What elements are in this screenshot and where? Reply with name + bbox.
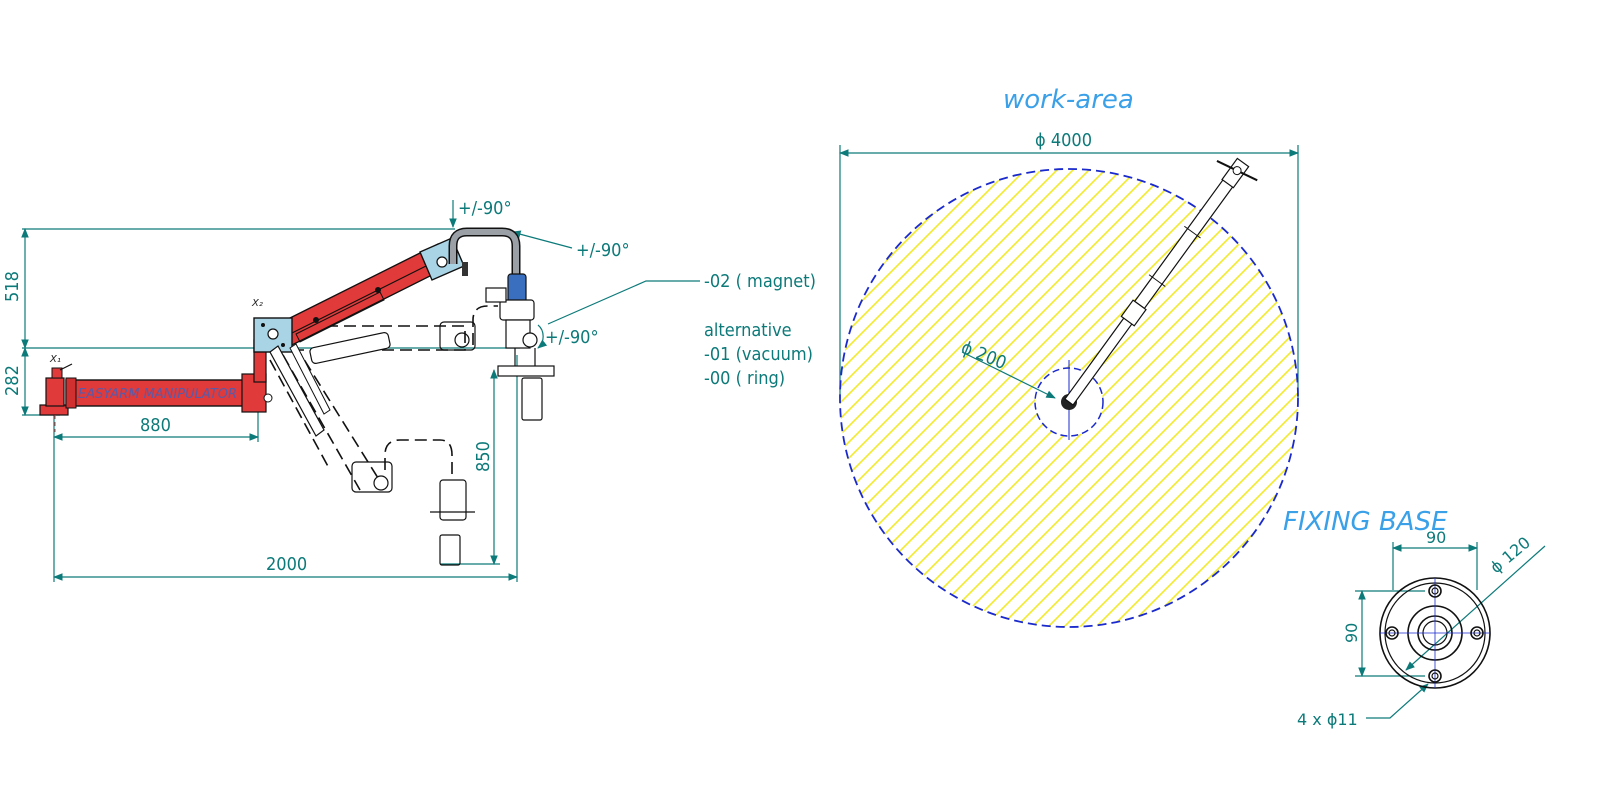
hatch-line (840, 169, 1166, 627)
base-holes: 4 x ϕ11 (1297, 710, 1358, 729)
base-post (39, 363, 73, 432)
side-view-dimensions (21, 200, 700, 582)
hatch-line (1260, 169, 1298, 627)
hatch-line (840, 169, 1214, 627)
hatch-line (840, 169, 1054, 627)
side-view: 518 282 880 2000 850 +/-90° +/-90° +/-90… (2, 198, 816, 582)
hatch-line (840, 169, 1182, 627)
hatch-line (1036, 169, 1298, 627)
hatch-line (1084, 169, 1298, 627)
hatch-line (908, 169, 1298, 627)
hatch-line (840, 169, 1022, 627)
hatch-line (1212, 169, 1298, 627)
hatch-line (940, 169, 1298, 627)
hatch-line (840, 169, 1086, 627)
hatch-line (840, 169, 846, 627)
tool-option-magnet: -02 ( magnet) (704, 271, 816, 292)
dim-height-lower: 282 (2, 365, 23, 396)
lower-arm (65, 373, 273, 413)
hatch-line (1292, 169, 1298, 627)
dim-reach-total: 2000 (266, 554, 307, 575)
rotation-tool: +/-90° (545, 327, 599, 348)
hatch-line (1276, 169, 1298, 627)
hatch-line (1100, 169, 1298, 627)
hatch-line (840, 169, 1150, 627)
hatch-line (988, 169, 1298, 627)
tool-option-alternative: alternative (704, 320, 792, 341)
hatch-line (840, 169, 1118, 627)
dim-reach-inner: 880 (140, 415, 171, 436)
hatch-line (840, 169, 862, 627)
brand-label: EASYARM MANIPULATOR (78, 387, 237, 402)
work-area-view: work-area ϕ 4000 ϕ 200 (349, 85, 1600, 638)
hatch-line (1004, 169, 1298, 627)
mounting-holes (1385, 584, 1484, 683)
hatch-line (956, 169, 1298, 627)
hatch-line (1196, 169, 1298, 627)
inner-diameter: ϕ 200 (958, 337, 1009, 374)
hatch-line (840, 169, 958, 627)
dim-height-upper: 518 (2, 271, 23, 302)
work-area-title: work-area (1003, 85, 1134, 115)
hatch-line (1148, 169, 1298, 627)
hatch-line (972, 169, 1298, 627)
hatch-line (1164, 169, 1298, 627)
hatch-line (840, 169, 974, 627)
dim-depth: 850 (473, 441, 494, 472)
fixing-base-view: FIXING BASE 90 90 ϕ 120 4 x ϕ11 (1283, 507, 1546, 729)
joint-label-x1: X₁ (49, 354, 61, 365)
hatch-line (1052, 169, 1298, 627)
tool-assembly (485, 273, 555, 421)
hatch-line (840, 169, 1198, 627)
hatch-line (840, 169, 1006, 627)
hatch-line (1116, 169, 1298, 627)
gooseneck-pipe (448, 227, 521, 276)
tool-option-ring: -00 ( ring) (704, 368, 785, 389)
hatch-line (1132, 169, 1298, 627)
work-area-circle (839, 168, 1299, 628)
hatch-line (840, 169, 990, 627)
work-area-diameter: ϕ 4000 (1035, 130, 1092, 151)
hatch-line (349, 158, 829, 638)
gas-spring (269, 332, 391, 437)
hatch-line (840, 169, 1070, 627)
hatch-line (1228, 169, 1298, 627)
hatch-line (840, 169, 1230, 627)
arm-top-view (1061, 157, 1258, 410)
rotation-top: +/-90° (458, 198, 512, 219)
joint-label-x2: X₂ (251, 298, 263, 309)
hatch-line (840, 169, 1102, 627)
base-diameter: ϕ 120 (1486, 533, 1534, 577)
hatch-line (1068, 169, 1298, 627)
hatch-line (924, 169, 1298, 627)
hatch-line (840, 169, 1134, 627)
hatch-line (840, 169, 1038, 627)
base-width: 90 (1426, 528, 1446, 547)
hatch-line (1020, 169, 1298, 627)
hatch-line (1180, 169, 1298, 627)
base-height: 90 (1342, 623, 1361, 643)
fixing-base-title: FIXING BASE (1283, 507, 1448, 537)
rotation-upper-right: +/-90° (576, 240, 630, 261)
pivot-plate (253, 317, 293, 353)
tool-option-vacuum: -01 (vacuum) (704, 344, 813, 365)
hatch-line (1309, 158, 1600, 638)
